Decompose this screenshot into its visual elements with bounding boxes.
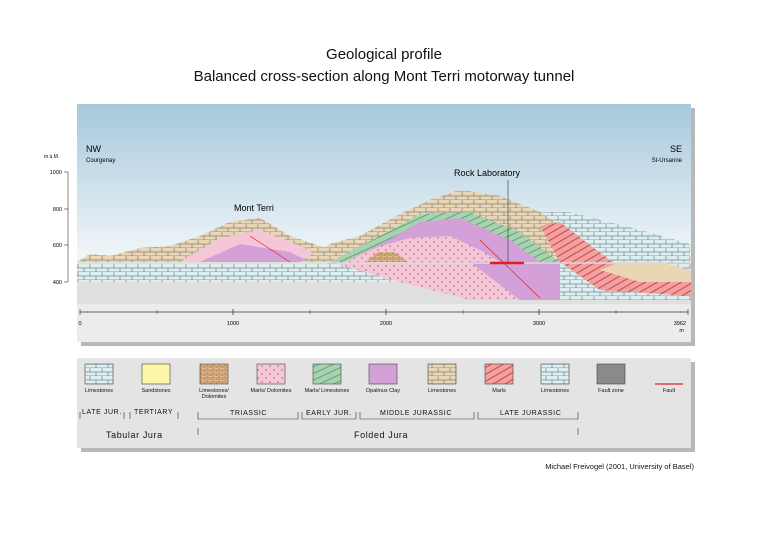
legend-swatch-pattern	[257, 364, 285, 384]
age-late-jurassic: LATE JURASSIC	[500, 410, 562, 417]
age-late-jur: LATE JUR.	[82, 409, 122, 416]
se-limestone-lower	[600, 262, 691, 282]
legend-label: Limestones	[427, 388, 457, 394]
deep-opalinus	[470, 262, 560, 300]
mont-terri-label: Mont Terri	[234, 203, 274, 213]
legend-label: Opalinus Clay	[365, 388, 401, 394]
legend-label: Fault	[662, 388, 676, 394]
y-tick-label: 800	[53, 207, 62, 213]
y-tick-label: 600	[53, 243, 62, 249]
x-unit: m	[679, 328, 684, 334]
x-tick-label: 3962	[674, 321, 686, 327]
opalinus-left	[200, 244, 310, 262]
fault-line	[249, 235, 291, 263]
credit: Michael Freivogel (2001, University of B…	[545, 462, 694, 471]
legend-label: Marls/ Dolomites	[250, 388, 292, 394]
age-early-jur: EARLY JUR.	[306, 410, 352, 417]
age-tertiary: TERTIARY	[134, 409, 174, 416]
age-bracket-ticks	[79, 412, 179, 419]
group-folded-jura: Folded Jura	[354, 430, 409, 440]
legend-swatch	[596, 363, 626, 385]
legend-swatch	[141, 363, 171, 385]
legend-label: Limestones	[84, 388, 114, 394]
y-tick-label: 400	[53, 280, 62, 286]
se-label: SE	[670, 144, 682, 154]
x-tick-label: 2000	[380, 321, 392, 327]
se-place: St-Ursanne	[652, 158, 683, 164]
limestones-dolomites-pattern	[366, 252, 408, 262]
fault-line	[479, 239, 541, 299]
y-unit: m ü.M.	[44, 154, 59, 160]
age-bracket-lines	[197, 412, 579, 420]
legend-label: Fault zone	[598, 388, 624, 394]
nw-place: Courgenay	[86, 158, 115, 164]
x-tick-label: 0	[78, 321, 81, 327]
legend-label: Limestones/ Dolomites	[199, 388, 229, 400]
y-tick-label: 1000	[50, 170, 62, 176]
title-line2: Balanced cross-section along Mont Terri …	[193, 68, 575, 85]
group-tabular-jura: Tabular Jura	[106, 430, 163, 440]
legend-swatch-pattern	[428, 364, 456, 384]
legend-label: Marls	[492, 388, 506, 394]
legend-swatch-pattern	[313, 364, 341, 384]
legend-label: Sandstones	[141, 388, 171, 394]
tabular-limestone-pattern	[77, 262, 410, 282]
legend-swatch	[368, 363, 398, 385]
x-tick-label: 3000	[533, 321, 545, 327]
legend-swatches	[84, 363, 683, 385]
title-line1: Geological profile	[326, 46, 442, 63]
age-middle-jurassic: MIDDLE JURASSIC	[380, 410, 453, 417]
legend-label: Limestones	[540, 388, 570, 394]
nw-label: NW	[86, 144, 101, 154]
rock-laboratory-label: Rock Laboratory	[454, 168, 521, 178]
legend-swatch-pattern	[85, 364, 113, 384]
legend-swatch-pattern	[541, 364, 569, 384]
legend-label: Marls/ Limestones	[304, 388, 350, 394]
age-triassic: TRIASSIC	[230, 410, 268, 417]
group-bracket-ticks	[197, 428, 579, 435]
legend-swatch-pattern	[485, 364, 513, 384]
legend-swatch-pattern	[200, 364, 228, 384]
x-tick-label: 1000	[227, 321, 239, 327]
